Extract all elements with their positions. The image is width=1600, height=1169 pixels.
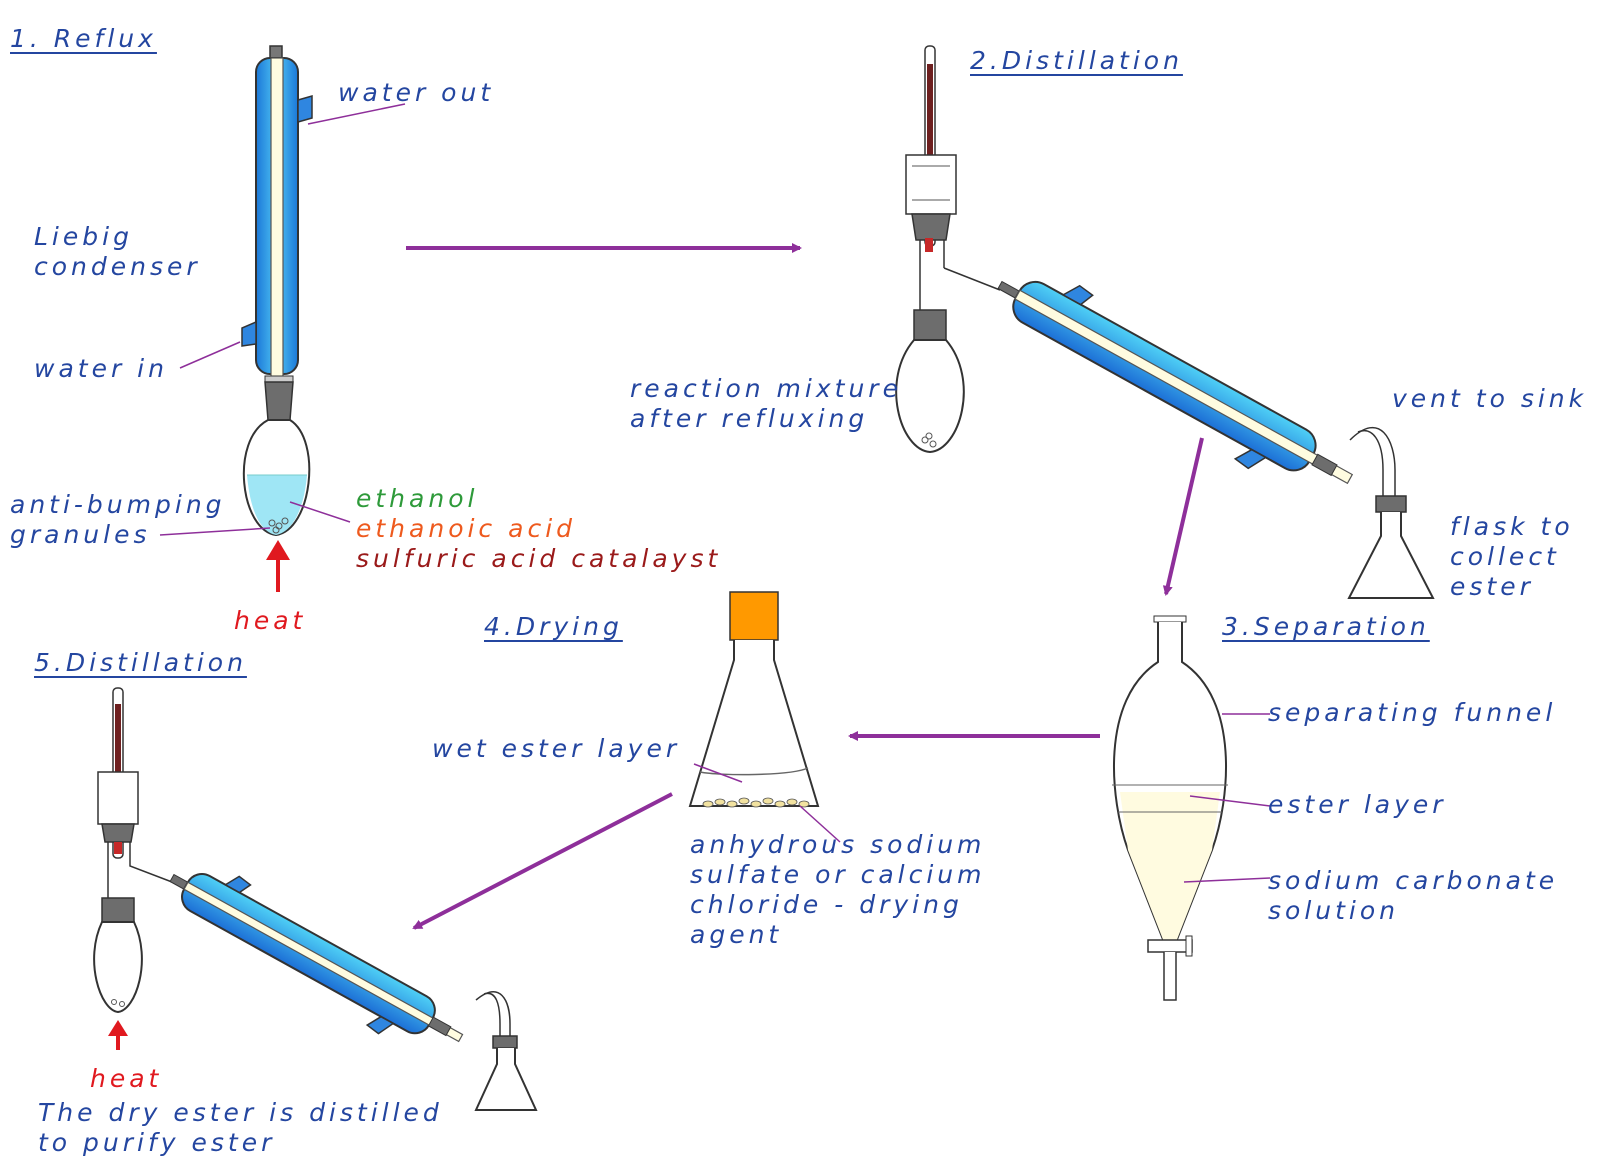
label-note-line2: to purify ester	[38, 1128, 276, 1157]
label-wet-layer: wet ester layer	[432, 734, 681, 763]
label-carbonate-line2: solution	[1268, 896, 1399, 925]
label-condenser-line2: condenser	[34, 252, 201, 281]
title-distillation: 2.Distillation	[970, 46, 1183, 75]
label-funnel: separating funnel	[1268, 698, 1557, 727]
label-water-out: water out	[338, 78, 495, 107]
title-separation: 3.Separation	[1222, 612, 1430, 641]
title-final-distillation: 5.Distillation	[34, 648, 247, 677]
final-distillation-apparatus	[93, 687, 538, 1111]
label-heat-reflux: heat	[234, 606, 307, 635]
label-water-in: water in	[34, 354, 168, 383]
label-ethanol: ethanol	[356, 484, 479, 513]
label-mixture-line1: reaction mixture	[630, 374, 902, 403]
process-arrows	[406, 243, 1204, 930]
label-note-line1: The dry ester is distilled	[38, 1098, 443, 1127]
label-flask-line3: ester	[1450, 572, 1534, 601]
label-ethanoic-acid: ethanoic acid	[356, 514, 577, 543]
label-agent-line3: chloride - drying	[690, 890, 963, 919]
label-flask-line1: flask to	[1450, 512, 1574, 541]
label-agent-line2: sulfate or calcium	[690, 860, 986, 889]
label-mixture-line2: after refluxing	[630, 404, 869, 433]
label-flask-line2: collect	[1450, 542, 1560, 571]
label-catalyst: sulfuric acid catalayst	[356, 544, 722, 573]
label-granules-line2: granules	[10, 520, 151, 549]
distillation-apparatus	[895, 45, 1435, 599]
label-heat-final: heat	[90, 1064, 163, 1093]
label-ester-layer: ester layer	[1268, 790, 1447, 819]
label-agent-line4: agent	[690, 920, 783, 949]
label-vent: vent to sink	[1392, 384, 1588, 413]
title-reflux: 1. Reflux	[10, 24, 157, 53]
title-drying: 4.Drying	[484, 612, 623, 641]
label-carbonate-line1: sodium carbonate	[1268, 866, 1559, 895]
drying-agent-granules	[702, 797, 810, 808]
reflux-apparatus	[159, 45, 406, 592]
drying-flask	[688, 591, 841, 843]
arrow-distillation-to-separation	[1162, 437, 1204, 596]
label-agent-line1: anhydrous sodium	[690, 830, 986, 859]
separating-funnel	[1112, 615, 1271, 1001]
label-granules-line1: anti-bumping	[10, 490, 226, 519]
label-condenser-line1: Liebig	[34, 222, 133, 251]
arrow-drying-to-distillation	[412, 792, 673, 930]
